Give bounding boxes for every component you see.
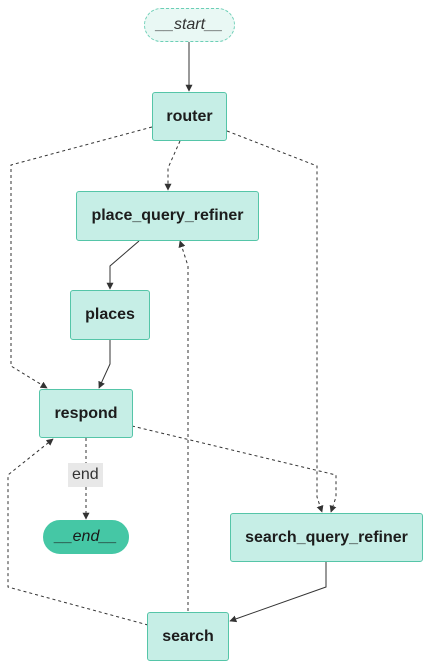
edge-search-respond (7, 438, 149, 626)
node-places[interactable]: places (70, 290, 150, 340)
edge-router-place-query-refiner (164, 140, 181, 191)
edge-respond-search-query-refiner (131, 425, 337, 513)
edge-places-respond (98, 340, 111, 389)
edge-search-place-query-refiner (178, 240, 189, 611)
edge-router-respond (10, 126, 153, 389)
node-search[interactable]: search (147, 612, 229, 661)
node-router[interactable]: router (152, 92, 227, 141)
node-place-query-refiner[interactable]: place_query_refiner (76, 191, 259, 241)
edge-router-search-query-refiner (226, 130, 324, 513)
node-start[interactable]: __start__ (144, 8, 235, 42)
node-search-query-refiner[interactable]: search_query_refiner (230, 513, 423, 562)
node-end[interactable]: __end__ (43, 520, 129, 554)
edge-label-end: end (68, 463, 103, 487)
node-respond[interactable]: respond (39, 389, 133, 438)
edge-search-query-refiner-search (229, 562, 327, 623)
edge-place-query-refiner-places (106, 240, 140, 290)
